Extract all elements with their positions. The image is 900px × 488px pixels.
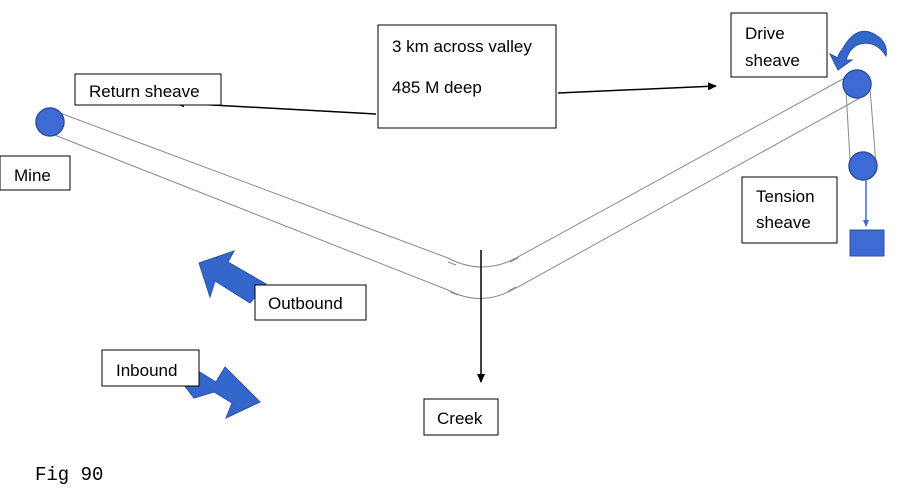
cable-drive-to-tension-left <box>845 89 851 161</box>
square-weight-icon <box>849 229 885 257</box>
cable-lower <box>51 97 861 299</box>
return-sheave-label: Return sheave <box>89 82 200 101</box>
tension-sheave-label-box <box>741 176 838 244</box>
flow-mark <box>449 291 459 296</box>
inbound-label: Inbound <box>116 361 177 380</box>
outbound-label-box <box>254 284 367 321</box>
cable-upper <box>51 73 853 268</box>
valley-depth-text: 485 M deep <box>392 78 482 97</box>
inbound-arrow-icon <box>183 366 261 419</box>
drive-sheave-label-box <box>730 12 828 78</box>
return-sheave-icon <box>35 107 65 137</box>
flow-mark <box>447 261 457 266</box>
inbound-label-box <box>101 349 200 387</box>
valley-width-text: 3 km across valley <box>392 37 532 56</box>
figure-caption: Fig 90 <box>35 464 103 486</box>
creek-label-box <box>423 398 499 436</box>
drive-sheave-icon <box>842 69 872 99</box>
drive-sheave-label-line2: sheave <box>745 51 800 70</box>
flow-mark <box>507 286 517 292</box>
tension-sheave-label-line1: Tension <box>756 187 815 206</box>
drive-sheave-pointer-arrow <box>557 82 717 94</box>
drive-sheave-label-line1: Drive <box>745 24 785 43</box>
flow-mark <box>509 257 519 263</box>
mine-label: Mine <box>14 166 51 185</box>
cable-drive-to-tension-right <box>869 87 877 166</box>
return-sheave-label-box <box>74 73 222 106</box>
outbound-label: Outbound <box>268 294 343 313</box>
valley-info-box <box>377 24 557 129</box>
creek-label: Creek <box>437 409 483 428</box>
tension-sheave-label-line2: sheave <box>756 213 811 232</box>
tension-sheave-icon <box>848 151 878 181</box>
curved-arrow-icon <box>828 30 887 71</box>
mine-label-box <box>0 155 71 191</box>
